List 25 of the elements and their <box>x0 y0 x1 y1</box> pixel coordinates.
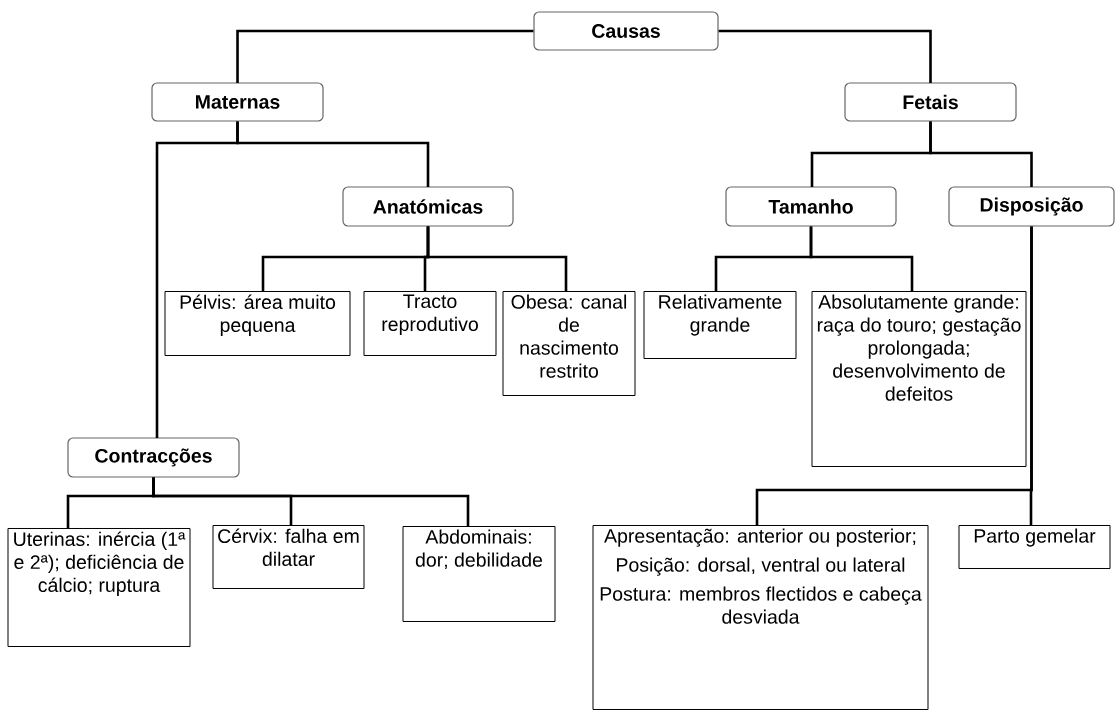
connector-line <box>426 226 568 291</box>
category-box: Contracções <box>67 437 240 478</box>
connector-line <box>152 477 470 526</box>
text-box: Cérvix: falha em dilatar <box>212 525 365 589</box>
text-box: Obesa: canal de nascimento restrito <box>502 291 636 396</box>
text-box: Tracto reprodutivo <box>363 291 497 356</box>
text-box: Abdominais: dor; debilidade <box>402 526 556 622</box>
text-box: Pélvis: área muito pequena <box>164 291 351 356</box>
connector-line <box>155 121 239 438</box>
category-box: Disposição <box>948 186 1115 227</box>
connector-line <box>929 121 1033 187</box>
connector-line <box>1029 226 1033 525</box>
category-box: Tamanho <box>725 186 897 227</box>
category-box: Fetais <box>844 82 1017 122</box>
text-box: Uterinas: inércia (1ª e 2ª); deficiência de cálcio; ruptura <box>7 528 191 647</box>
text-box: Relativamente grande <box>643 291 797 359</box>
category-box: Causas <box>533 11 719 51</box>
text-box: Parto gemelar <box>958 525 1111 569</box>
category-box: Maternas <box>151 82 324 122</box>
connector-line <box>718 29 932 83</box>
text-box: Apresentação: anterior ou posterior; Posição: dorsal, ventral ou lateral Postura: membros flectidos e cabeça desviada <box>592 525 929 710</box>
connector-line <box>236 29 534 83</box>
text-box: Absolutamente grande: raça do touro; gestação prolongada; desenvolvimento de defeitos <box>811 291 1027 467</box>
connector-line <box>809 226 914 291</box>
category-box: Anatómicas <box>342 186 514 227</box>
